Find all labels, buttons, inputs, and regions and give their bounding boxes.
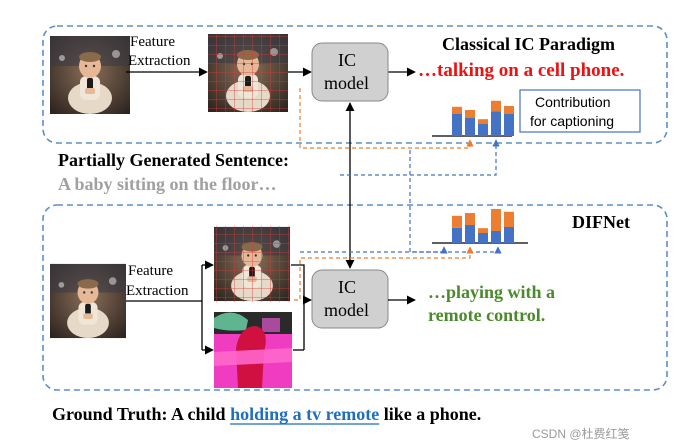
top-contribution-bar-4-blue [491,111,501,136]
partial-sentence-heading: Partially Generated Sentence: [58,150,289,170]
top-contribution-bar-5-blue [504,114,514,136]
contribution-label-1: Contribution [535,94,611,110]
blue-dash-top [340,139,500,176]
ground-truth-highlight: holding a tv remote [230,404,380,424]
top-feature-grid [208,34,288,112]
top-feature-label-1: Feature [130,34,175,50]
blue-dash-feature [300,246,448,254]
orange-dash-top [299,88,474,149]
bottom-model-label-1: IC [338,277,356,297]
bottom-contribution-bar-3-blue [478,233,488,243]
bottom-contribution-bar-2-orange [465,213,475,225]
bottom-contribution-bar-4-orange [491,209,501,231]
bottom-output-line-2: remote control. [428,305,546,325]
top-contribution-bar-2-blue [465,118,475,136]
watermark: CSDN @杜费红笺 [532,427,630,441]
bottom-merge-arrow [291,264,312,305]
top-contribution-bar-1-blue [452,114,462,136]
segmentation-map [214,312,292,388]
top-contribution-bar-3-blue [478,124,488,136]
bottom-input-photo [50,263,126,339]
bottom-contribution-bar-4-blue [491,231,501,243]
bottom-contribution-bar-5-orange [504,211,514,227]
bottom-model-label-2: model [324,300,369,320]
top-contribution-bar-3-orange [478,119,488,124]
bottom-contribution-bar-1-blue [452,227,462,243]
top-output: …talking on a cell phone. [418,60,625,81]
bottom-feature-label-2: Extraction [126,283,189,299]
top-contribution-bar-2-orange [465,110,475,118]
ground-truth-suffix: like a phone. [379,404,482,424]
bottom-contribution-bar-3-orange [478,228,488,233]
orange-dash-bottom [294,246,474,301]
top-panel-title: Classical IC Paradigm [442,34,615,54]
top-model-label-1: IC [338,50,356,70]
top-contribution-bar-4-orange [491,100,501,112]
top-panel-border [42,25,668,144]
bottom-ic-model-box [311,269,389,329]
top-ic-model-box [311,42,389,102]
partial-sentence-text: A baby sitting on the floor… [58,174,277,194]
contribution-label-2: for captioning [530,113,615,129]
bottom-output-line-1: …playing with a [428,282,556,302]
ground-truth-prefix: Ground Truth: A child [52,404,231,424]
top-input-photo [50,36,130,114]
top-contribution-bars [452,100,514,136]
blue-dash-mid [409,150,502,254]
top-model-label-2: model [324,73,369,93]
ground-truth: Ground Truth: A child holding a tv remot… [52,404,481,425]
bottom-panel-title: DIFNet [572,212,630,232]
bottom-contribution-bar-5-blue [504,227,514,243]
contribution-box [519,89,641,133]
bottom-panel-border [42,204,668,391]
bottom-feature-grid [214,226,290,302]
top-contribution-bar-5-orange [504,106,514,114]
top-feature-label-2: Extraction [128,53,191,69]
bottom-contribution-bars [452,209,514,243]
top-contribution-bar-1-orange [452,106,462,114]
bottom-feature-label-1: Feature [128,263,173,279]
bottom-contribution-bar-2-blue [465,225,475,243]
bottom-contribution-bar-1-orange [452,215,462,228]
